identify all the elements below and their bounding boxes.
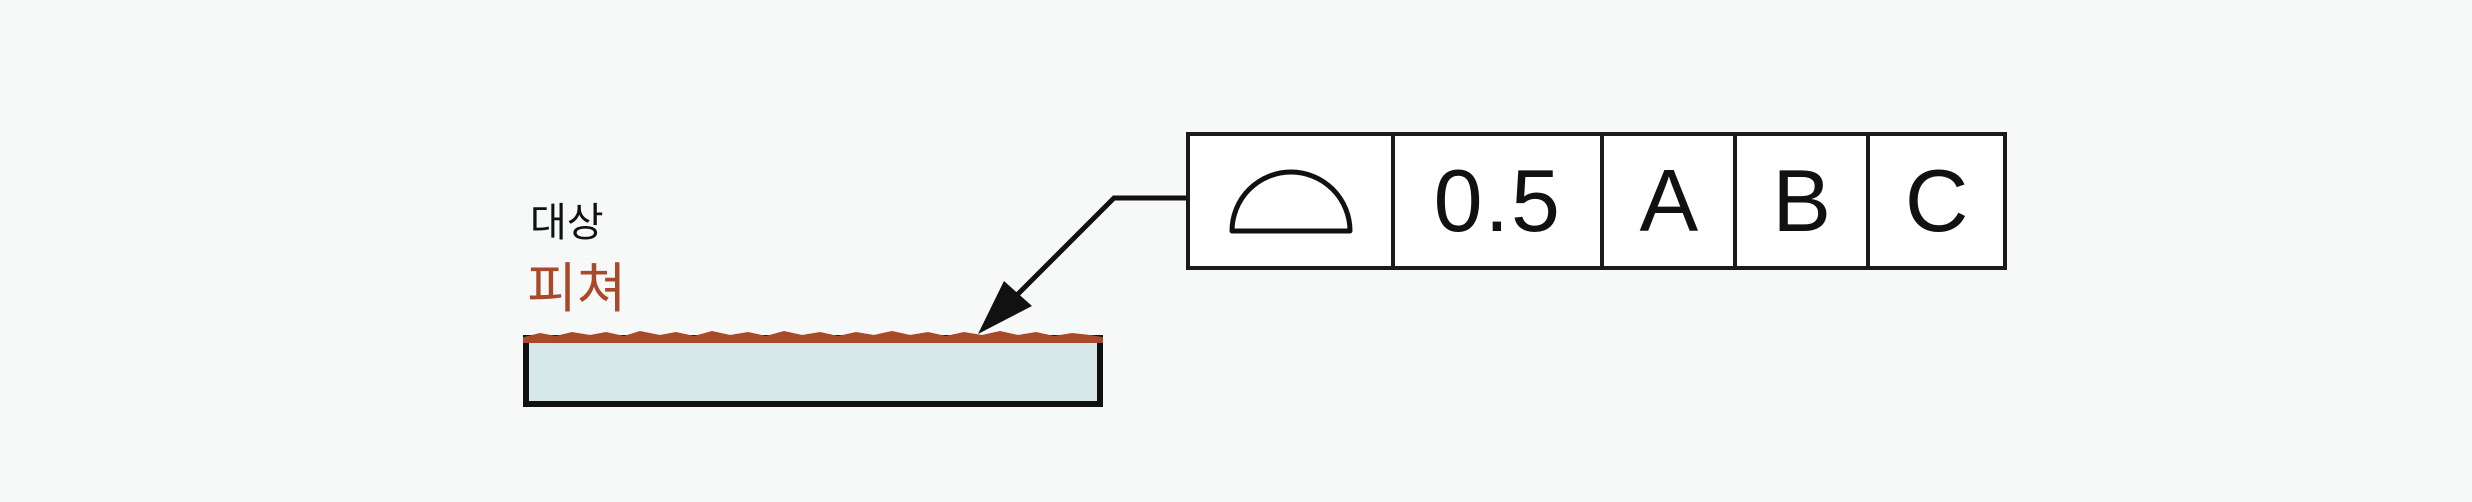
leader-arrowhead [978,281,1032,334]
target-label: 대상 [530,200,604,246]
datum-c: C [1904,151,1969,250]
tolerance-value: 0.5 [1395,136,1605,266]
part-body [523,335,1103,407]
symbol-cell [1190,136,1396,266]
profile-of-surface-icon [1229,169,1353,234]
feature-label: 피쳐 [527,257,627,320]
leader-line [1016,195,1186,296]
datum-b: B [1737,136,1871,266]
feature-surface [523,330,1103,343]
feature-control-frame: 0.5 A B C [1186,132,2007,270]
datum-a: A [1604,136,1738,266]
